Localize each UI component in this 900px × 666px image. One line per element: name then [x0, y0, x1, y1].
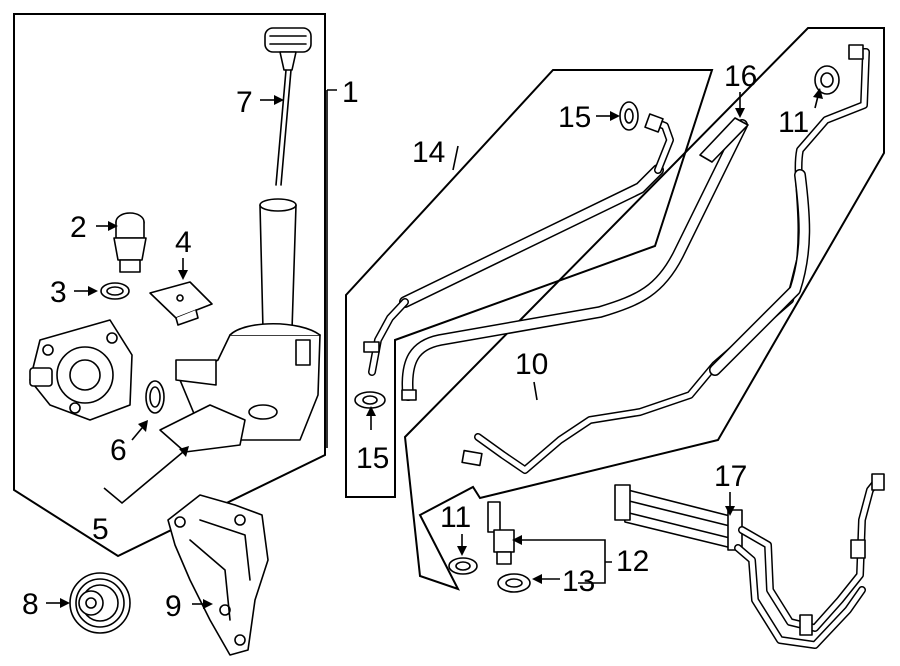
washer-lower	[354, 391, 386, 409]
pressure-hose-group-frame	[345, 69, 714, 498]
callout-2: 2	[70, 211, 87, 244]
callout-9: 9	[165, 590, 182, 623]
callout-13: 13	[562, 565, 595, 598]
return-hose	[401, 117, 749, 401]
callout-15-upper: 15	[558, 101, 591, 134]
callout-11-lower: 11	[440, 501, 471, 534]
cooler-line	[461, 44, 870, 474]
washer-11-upper	[814, 65, 840, 95]
washer-13	[497, 573, 531, 593]
washer-11-lower	[448, 557, 478, 575]
oil-cooler	[614, 473, 885, 649]
return-hose-group-frame	[403, 27, 885, 591]
callout-14: 14	[412, 136, 445, 169]
callout-3: 3	[50, 276, 67, 309]
callout-12: 12	[616, 545, 649, 578]
o-ring	[100, 282, 130, 300]
power-steering-pump	[29, 319, 133, 421]
callout-6: 6	[110, 434, 127, 467]
connector-fitting	[487, 501, 515, 565]
pressure-hose	[363, 113, 674, 376]
callout-labels: 1 2 3 4 5 6 7 8 9 10 11 11 12 13 14 15 1…	[22, 60, 809, 623]
mounting-bracket	[167, 494, 269, 656]
callout-15-lower: 15	[356, 442, 389, 475]
seal	[145, 380, 165, 414]
pulley	[69, 572, 131, 634]
callout-4: 4	[175, 226, 192, 259]
callout-8: 8	[22, 588, 39, 621]
callout-1: 1	[342, 76, 359, 109]
fitting	[113, 212, 147, 273]
dipstick-cap	[264, 27, 312, 186]
callout-17: 17	[714, 460, 747, 493]
leader-lines	[46, 88, 823, 609]
callout-7: 7	[236, 86, 253, 119]
reservoir	[159, 198, 321, 453]
retaining-clip	[149, 281, 213, 326]
callout-11-upper: 11	[778, 106, 809, 139]
callout-16: 16	[724, 60, 757, 93]
callout-5: 5	[92, 513, 109, 546]
washer-upper	[619, 101, 639, 131]
callout-10: 10	[515, 348, 548, 381]
